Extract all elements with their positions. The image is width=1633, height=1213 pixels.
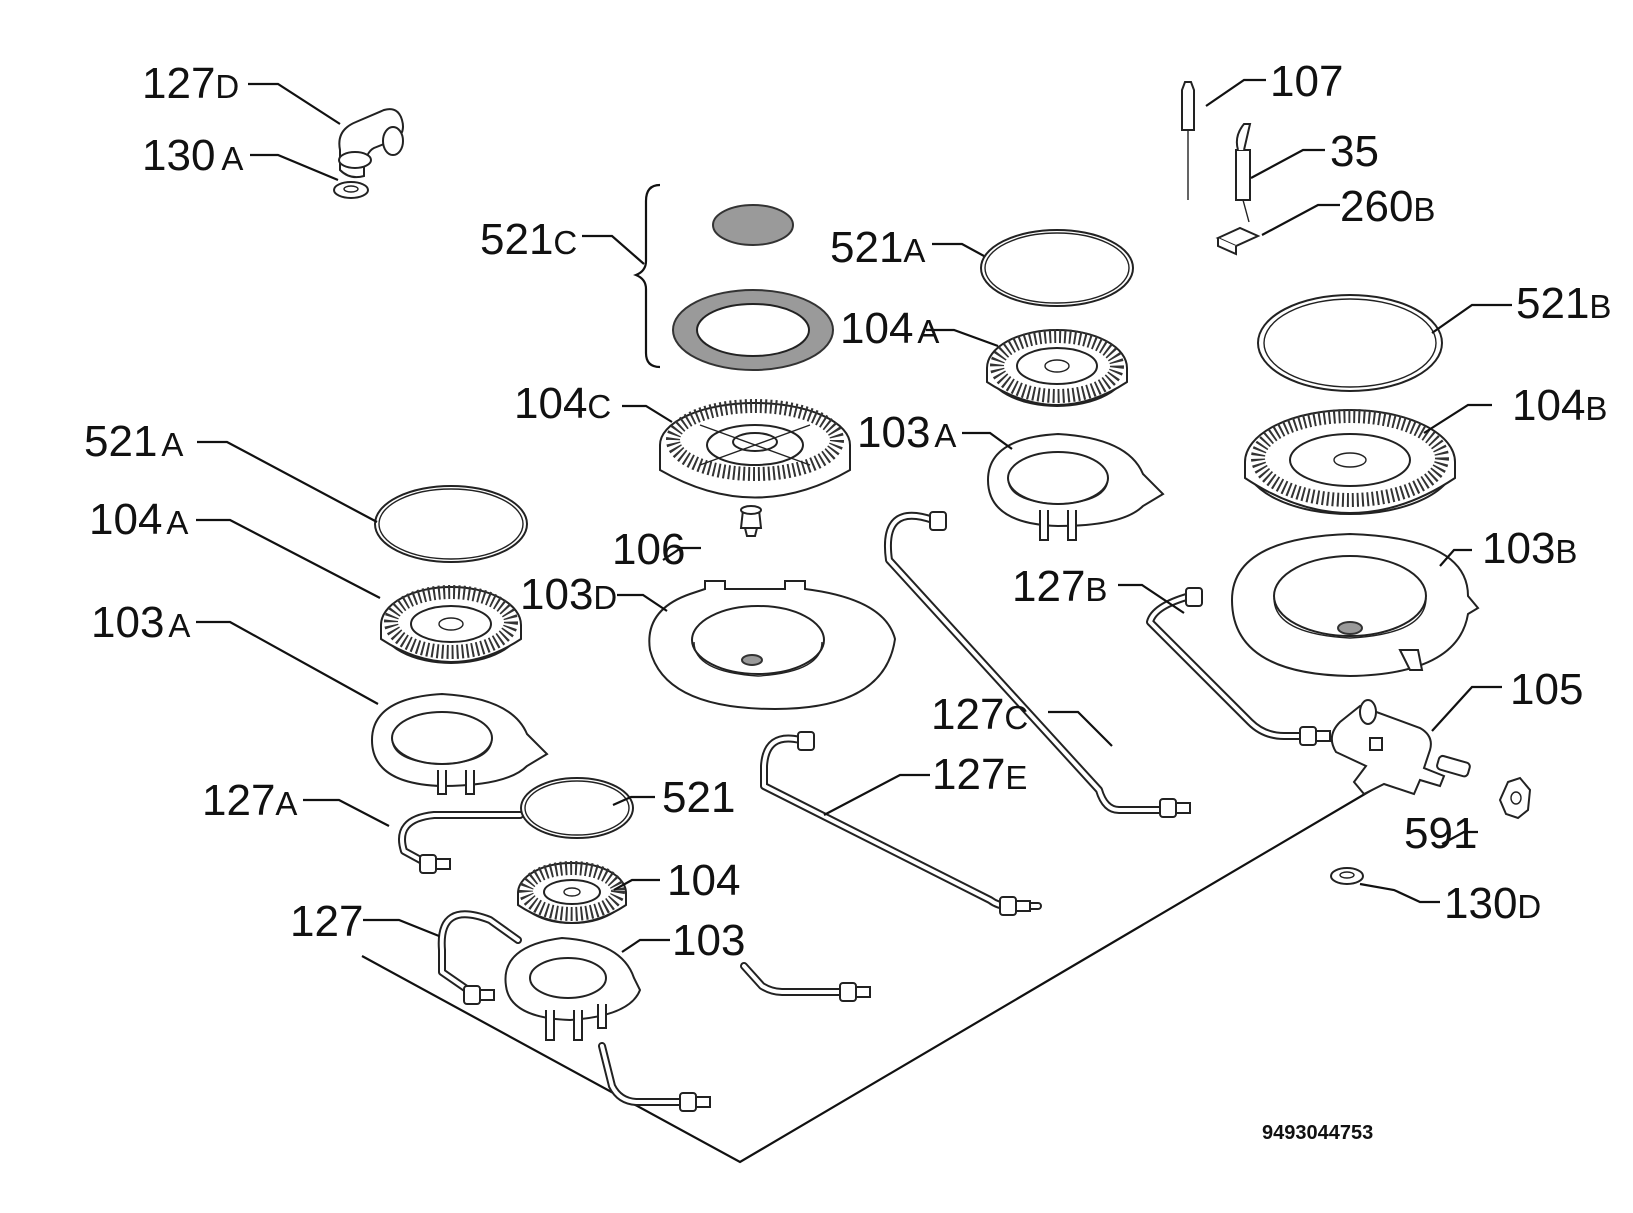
label-104: 104 xyxy=(667,856,740,905)
burner-base-103a-right xyxy=(986,432,1165,541)
gas-pipe-127c xyxy=(884,511,1191,818)
cap-set-521c xyxy=(633,183,834,371)
thermocouple-107 xyxy=(1181,81,1195,200)
label-591: 591 xyxy=(1404,809,1477,858)
label-103d: 103D xyxy=(520,570,617,619)
label-127: 127 xyxy=(290,897,363,946)
label-103b: 103B xyxy=(1482,524,1577,573)
burner-crown-104 xyxy=(517,861,627,924)
burner-cap-521a-left xyxy=(374,485,528,563)
burner-base-103d xyxy=(648,580,897,711)
hob-outline xyxy=(361,787,1376,1164)
label-521a-right: 521A xyxy=(830,223,925,272)
label-127b: 127B xyxy=(1012,562,1107,611)
gas-pipe-127a xyxy=(398,811,524,874)
label-521c: 521C xyxy=(480,215,577,264)
label-106: 106 xyxy=(612,525,685,574)
gas-pipe-127 xyxy=(437,910,522,1005)
injector-106 xyxy=(739,505,763,537)
elbow-fitting-127d xyxy=(338,108,404,179)
gas-pipe-lower-103 xyxy=(740,962,871,1002)
label-127e: 127E xyxy=(932,750,1027,799)
burner-base-103b xyxy=(1230,532,1480,678)
gas-valve-105 xyxy=(1330,699,1471,796)
document-id: 9493044753 xyxy=(1262,1122,1373,1144)
burner-cap-521b xyxy=(1257,294,1443,392)
burner-crown-104b xyxy=(1244,409,1456,515)
label-130d: 130D xyxy=(1444,879,1541,928)
label-103: 103 xyxy=(672,916,745,965)
seal-591 xyxy=(1498,776,1532,820)
burner-cap-521a-right xyxy=(980,229,1134,307)
label-127d: 127D xyxy=(142,59,239,108)
burner-base-103a-left xyxy=(370,692,549,795)
label-104b: 104B xyxy=(1512,381,1607,430)
label-107: 107 xyxy=(1270,57,1343,106)
label-104c: 104C xyxy=(514,379,611,428)
gas-pipe-lower-front xyxy=(598,1042,711,1112)
label-521: 521 xyxy=(662,773,735,822)
burner-crown-104a-left xyxy=(380,585,522,664)
clip-260b xyxy=(1215,226,1261,256)
burner-cap-521 xyxy=(520,777,634,839)
burner-crown-104a-right xyxy=(986,329,1128,407)
label-260b: 260B xyxy=(1340,182,1435,231)
label-105: 105 xyxy=(1510,665,1583,714)
burner-crown-104c xyxy=(659,399,851,499)
washer-130a xyxy=(333,181,369,199)
label-127a: 127A xyxy=(202,776,297,825)
label-127c: 127C xyxy=(931,690,1028,739)
leader-lines xyxy=(196,78,1512,953)
label-35: 35 xyxy=(1330,127,1379,176)
label-521b: 521B xyxy=(1516,279,1611,328)
burner-base-103 xyxy=(504,936,642,1041)
gas-pipe-127e xyxy=(760,731,1042,916)
washer-130d xyxy=(1330,867,1364,885)
ignition-electrode-35 xyxy=(1235,123,1252,223)
